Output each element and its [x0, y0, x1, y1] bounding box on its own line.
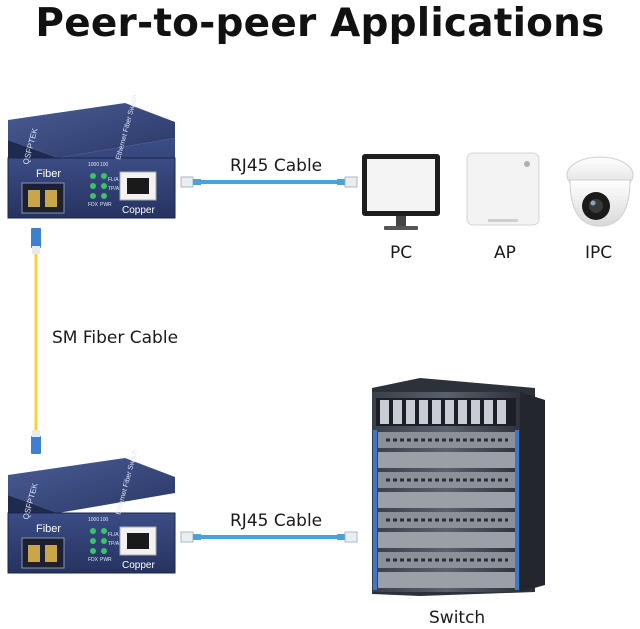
copper-port-label-bottom: Copper [122, 560, 155, 571]
led-label-top-pwr: PWR [100, 202, 112, 208]
pc-label: PC [390, 243, 413, 263]
led-label-top-fdx: FDX [88, 202, 99, 208]
led-label-bottom-100: 100 [100, 517, 109, 523]
page-title: Peer-to-peer Applications [35, 1, 605, 46]
sm-fiber-cable-label: SM Fiber Cable [52, 328, 179, 348]
ap-label: AP [494, 243, 516, 263]
media-converter-bottom: QSFPTEK Ethernet Fiber Switch Fiber Copp… [7, 449, 176, 574]
rj45-cable-label-bottom: RJ45 Cable [230, 511, 323, 531]
media-converter-top: QSFPTEK Ethernet Fiber Switch Fiber Copp… [7, 94, 176, 219]
rj45-cable-label-top: RJ45 Cable [230, 156, 323, 176]
led-label-bottom-tpa: TP/A [108, 541, 120, 547]
fiber-port-label-top: Fiber [36, 168, 61, 180]
led-label-top-100: 100 [100, 162, 109, 168]
led-label-top-fla: FL/A [108, 177, 119, 183]
chassis-switch-icon [372, 378, 545, 596]
led-label-top-tpa: TP/A [108, 186, 120, 192]
rj45-cable-bottom [180, 531, 358, 543]
fiber-port-label-bottom: Fiber [36, 523, 61, 535]
rj45-cable-top [180, 176, 358, 188]
sm-fiber-cable [31, 228, 41, 454]
led-label-bottom-fla: FL/A [108, 532, 119, 538]
led-label-bottom-pwr: PWR [100, 557, 112, 563]
led-label-top-1000: 1000 [88, 162, 99, 168]
ap-icon [466, 152, 540, 226]
led-label-bottom-fdx: FDX [88, 557, 99, 563]
led-label-bottom-1000: 1000 [88, 517, 99, 523]
ipc-camera-icon [566, 156, 634, 227]
pc-icon [362, 154, 440, 230]
copper-port-label-top: Copper [122, 205, 155, 216]
ipc-label: IPC [585, 243, 613, 263]
switch-label: Switch [429, 608, 486, 628]
